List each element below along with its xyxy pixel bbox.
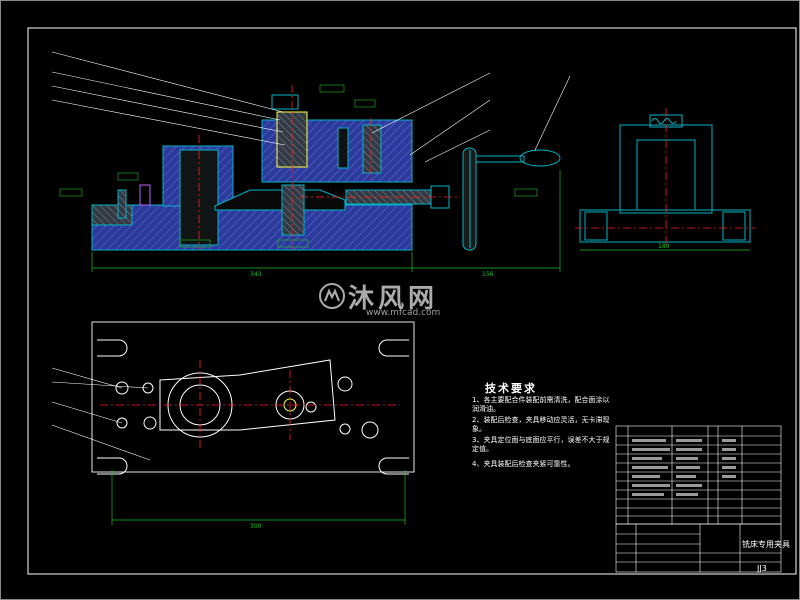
watermark-text: 沐风网 <box>348 284 439 314</box>
drawing-title: 铣床专用夹具 <box>742 540 790 549</box>
title-block <box>615 523 782 573</box>
handle-knob <box>519 149 561 167</box>
dim-side-width: 180 <box>658 243 670 250</box>
drawing-number: JJ3 <box>757 564 767 573</box>
watermark-url: www.mfcad.com <box>366 308 441 318</box>
drawing-frame <box>27 27 797 575</box>
logo-icon <box>319 283 345 309</box>
requirement-item: 2、装配后检查，夹具移动应灵活，无卡滞现象。 <box>472 416 610 433</box>
requirement-item: 4、夹具装配后检查夹紧可靠性。 <box>472 460 575 468</box>
requirement-item: 3、夹具定位面与底面应平行，误差不大于规定值。 <box>472 436 610 453</box>
front-section-view: 343 156 <box>51 51 571 278</box>
cap-screw <box>362 124 382 174</box>
dim-front-handle: 156 <box>482 271 494 278</box>
arm <box>159 359 336 431</box>
top-view: 300 <box>51 321 415 530</box>
side-knurl <box>651 118 677 124</box>
requirement-item: 1、各主要配合件装配前需清洗，配合面涂以润滑油。 <box>472 396 610 413</box>
left-stop <box>139 184 151 206</box>
side-view: 180 <box>575 108 755 251</box>
screw-hole <box>337 127 349 169</box>
cross-pin <box>281 184 305 236</box>
left-bolt <box>117 189 127 219</box>
top-plate <box>91 321 415 473</box>
technical-requirements-title: 技术要求 <box>485 382 537 395</box>
side-base <box>579 209 751 243</box>
handle-shank <box>475 155 525 163</box>
dim-top-width: 300 <box>250 523 262 530</box>
side-foot-right <box>722 211 746 241</box>
side-foot-left <box>584 211 608 241</box>
left-column-bore <box>179 149 219 246</box>
base-plate <box>91 204 413 251</box>
dim-front-total: 343 <box>250 271 262 278</box>
pin-1 <box>271 94 299 110</box>
cavity <box>214 189 346 211</box>
